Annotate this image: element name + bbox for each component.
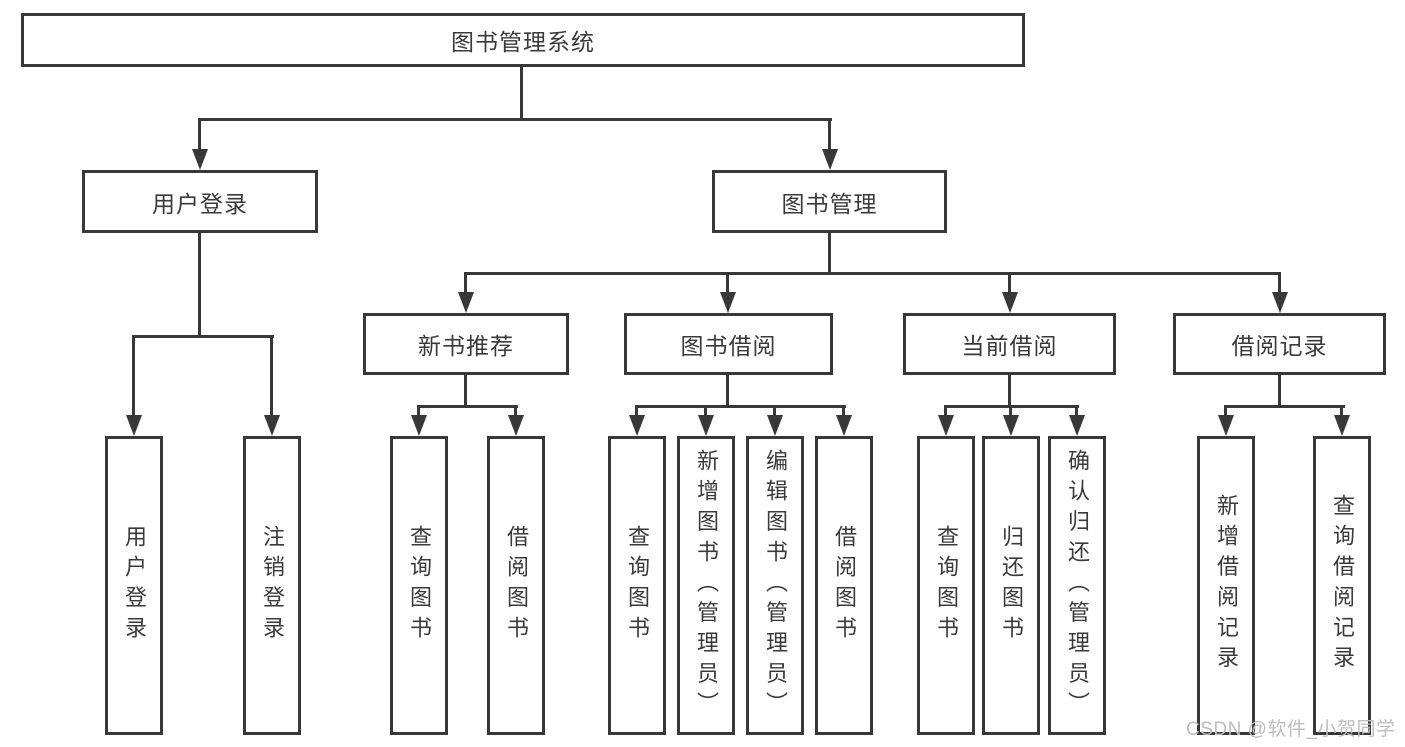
connector-to-records-query-stem: [1340, 405, 1343, 417]
node-root-label: 图书管理系统: [451, 29, 595, 55]
connector-book-management-stem: [828, 233, 831, 274]
node-current-borrowing-label: 当前借阅: [961, 333, 1058, 359]
leaf-borrow-add-book-admin-label: 新增图书（管理员）: [694, 448, 719, 723]
leaf-logout-login: 注销登录: [243, 436, 301, 735]
connector-user-login-stem: [198, 233, 201, 337]
node-book-borrowing-label: 图书借阅: [680, 333, 777, 359]
leaf-records-add-record: 新增借阅记录: [1197, 436, 1255, 735]
leaf-borrow-borrow-book-label: 借阅图书: [832, 524, 857, 647]
leaf-borrow-query-book-label: 查询图书: [625, 524, 650, 647]
arrowhead-borrow-borrow: [836, 415, 852, 436]
arrowhead-borrow-edit: [767, 415, 783, 436]
connector-root-to-user-login-stem: [198, 118, 201, 149]
arrowhead-book-borrowing: [720, 292, 736, 313]
leaf-user-login-label: 用户登录: [122, 524, 147, 647]
connector-to-borrow-add-stem: [704, 405, 707, 417]
connector-to-leaf-user-login-stem: [132, 335, 135, 415]
connector-to-current-query-stem: [944, 405, 947, 417]
connector-borrowing-records-hline: [1224, 405, 1345, 408]
connector-book-borrowing-stem2: [726, 375, 729, 407]
connector-to-borrow-borrow-stem: [842, 405, 845, 417]
connector-book-borrowing-hline: [635, 405, 846, 408]
connector-to-current-confirm-stem: [1075, 405, 1078, 417]
leaf-newbook-borrow-book-label: 借阅图书: [504, 524, 529, 647]
connector-new-book-stem: [464, 375, 467, 407]
node-borrowing-records-label: 借阅记录: [1231, 333, 1328, 359]
arrowhead-current-query: [938, 415, 954, 436]
connector-root-stem: [520, 67, 523, 120]
leaf-borrow-query-book: 查询图书: [608, 436, 666, 735]
arrowhead-user-login: [192, 149, 208, 170]
connector-to-borrowing-records-stem: [1278, 272, 1281, 293]
node-new-book-recommendation: 新书推荐: [363, 313, 569, 375]
leaf-newbook-query-book-label: 查询图书: [407, 524, 432, 647]
node-user-login: 用户登录: [82, 170, 318, 233]
leaf-current-return-book: 归还图书: [982, 436, 1040, 735]
arrowhead-borrow-query: [629, 415, 645, 436]
connector-to-newbook-query-stem: [417, 405, 420, 417]
connector-book-management-hline: [464, 272, 1281, 275]
connector-root-to-book-management-stem: [828, 118, 831, 149]
leaf-current-return-book-label: 归还图书: [999, 524, 1024, 647]
leaf-borrow-edit-book-admin: 编辑图书（管理员）: [746, 436, 804, 735]
connector-borrowing-records-stem2: [1278, 375, 1281, 407]
connector-to-leaf-logout-stem: [270, 335, 273, 415]
arrowhead-current-borrowing: [1002, 292, 1018, 313]
connector-current-borrowing-stem2: [1008, 375, 1011, 407]
connector-root-hline: [198, 118, 832, 121]
node-current-borrowing: 当前借阅: [903, 313, 1116, 375]
leaf-current-query-book-label: 查询图书: [934, 524, 959, 647]
connector-to-new-book-stem: [464, 272, 467, 293]
node-user-login-label: 用户登录: [152, 190, 248, 217]
connector-to-borrow-query-stem: [635, 405, 638, 417]
leaf-newbook-query-book: 查询图书: [390, 436, 448, 735]
connector-to-records-add-stem: [1224, 405, 1227, 417]
connector-to-current-return-stem: [1009, 405, 1012, 417]
arrowhead-leaf-user-login: [126, 415, 142, 436]
leaf-borrow-borrow-book: 借阅图书: [815, 436, 873, 735]
leaf-borrow-add-book-admin: 新增图书（管理员）: [677, 436, 735, 735]
connector-to-newbook-borrow-stem: [514, 405, 517, 417]
leaf-records-add-record-label: 新增借阅记录: [1214, 494, 1239, 677]
leaf-current-query-book: 查询图书: [917, 436, 975, 735]
leaf-records-query-record: 查询借阅记录: [1313, 436, 1371, 735]
node-root: 图书管理系统: [21, 13, 1025, 67]
arrowhead-borrow-add: [698, 415, 714, 436]
arrowhead-leaf-logout: [264, 415, 280, 436]
leaf-logout-login-label: 注销登录: [260, 524, 285, 647]
connector-to-current-borrowing-stem: [1008, 272, 1011, 293]
connector-to-book-borrowing-stem: [726, 272, 729, 293]
arrowhead-new-book-recommendation: [458, 292, 474, 313]
leaf-current-confirm-return-admin-label: 确认归还（管理员）: [1065, 448, 1090, 723]
arrowhead-newbook-query: [411, 415, 427, 436]
arrowhead-current-confirm: [1069, 415, 1085, 436]
arrowhead-records-query: [1334, 415, 1350, 436]
arrowhead-current-return: [1003, 415, 1019, 436]
leaf-borrow-edit-book-admin-label: 编辑图书（管理员）: [763, 448, 788, 723]
node-borrowing-records: 借阅记录: [1173, 313, 1386, 375]
node-book-management: 图书管理: [712, 170, 947, 233]
arrowhead-borrowing-records: [1272, 292, 1288, 313]
leaf-newbook-borrow-book: 借阅图书: [487, 436, 545, 735]
node-book-management-label: 图书管理: [781, 190, 878, 217]
arrowhead-records-add: [1218, 415, 1234, 436]
node-book-borrowing: 图书借阅: [624, 313, 833, 375]
node-new-book-recommendation-label: 新书推荐: [418, 333, 514, 359]
connector-to-borrow-edit-stem: [773, 405, 776, 417]
leaf-records-query-record-label: 查询借阅记录: [1330, 494, 1355, 677]
leaf-user-login: 用户登录: [105, 436, 163, 735]
arrowhead-newbook-borrow: [508, 415, 524, 436]
leaf-current-confirm-return-admin: 确认归还（管理员）: [1048, 436, 1106, 735]
arrowhead-book-management: [822, 149, 838, 170]
connector-user-login-hline: [132, 335, 274, 338]
connector-new-book-hline: [417, 405, 518, 408]
watermark: CSDN @软件_小贺同学: [1186, 719, 1396, 740]
